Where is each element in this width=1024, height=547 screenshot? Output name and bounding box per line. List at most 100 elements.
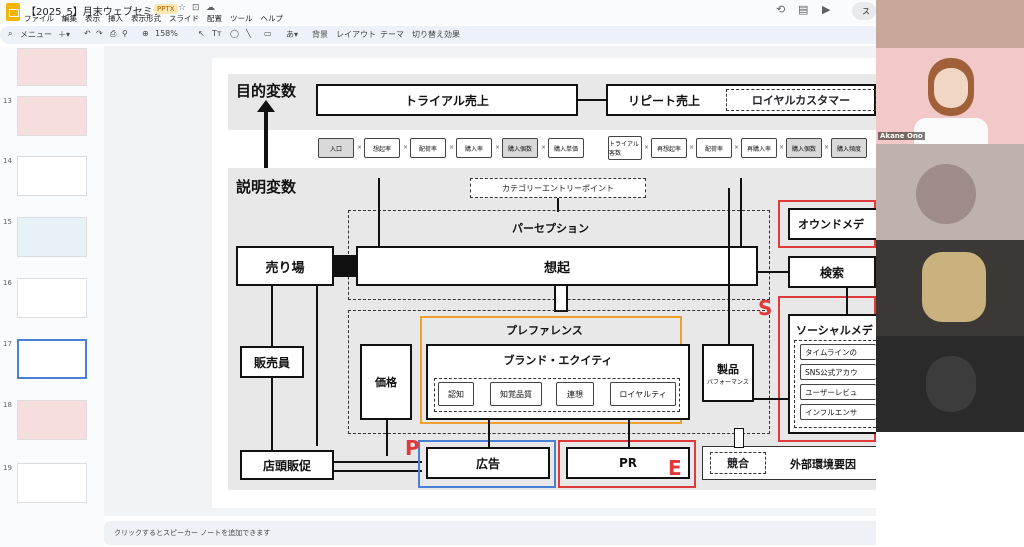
slide-thumbnail[interactable] (17, 400, 87, 440)
slide-thumbnail-selected[interactable] (17, 339, 87, 379)
formula-purchase-rate: 購入率 (456, 138, 492, 158)
ad-box: 広告 (426, 447, 550, 479)
external-factors-label: 外部環境要因 (790, 458, 856, 471)
slide-filmstrip: 13 14 15 16 17 18 19 (0, 46, 104, 547)
menu-view[interactable]: 表示 (85, 14, 100, 23)
history-icon[interactable]: ⟲ (776, 3, 786, 16)
slide-number: 19 (3, 464, 12, 472)
preference-dashed-area (348, 310, 770, 434)
formula-quantity: 購入個数 (502, 138, 538, 158)
menu-slide[interactable]: スライド (169, 14, 199, 23)
menu-search[interactable]: メニュー (20, 30, 52, 39)
format-badge: PPTX (154, 4, 178, 14)
multiply-sign: × (403, 144, 409, 151)
meet-icon[interactable]: ▶ (822, 3, 831, 16)
category-entry-point: カテゴリーエントリーポイント (470, 178, 646, 198)
arrow-line (728, 188, 730, 344)
slide-thumbnail[interactable] (17, 48, 87, 86)
search-icon[interactable]: ⌕ (8, 29, 13, 38)
arrow-line (334, 461, 422, 463)
undo-icon[interactable]: ↶ (84, 29, 91, 38)
toolbar: ⌕ メニュー ＋▾ ↶ ↷ ⎙ ⚲ ⊕ 158% ↖ Tт ◯ ╲ ▭ あ▾ 背… (0, 26, 1024, 44)
multiply-sign: × (779, 144, 785, 151)
participant-face (934, 68, 968, 108)
equity-dashed-group (434, 378, 680, 412)
speaker-notes[interactable]: クリックするとスピーカー ノートを追加できます (104, 521, 980, 545)
formula-re-recall: 再想起率 (651, 138, 687, 158)
text-style-icon[interactable]: あ▾ (286, 30, 299, 39)
arrow-line (758, 271, 788, 273)
slide-number: 14 (3, 157, 12, 165)
menu-tools[interactable]: ツール (230, 14, 253, 23)
slide-number: 18 (3, 401, 12, 409)
paint-format-icon[interactable]: ⚲ (122, 29, 128, 38)
menu-insert[interactable]: 挿入 (108, 14, 123, 23)
arrow-line (378, 178, 380, 246)
trial-sales-box: トライアル売上 (316, 84, 578, 116)
slides-logo-icon[interactable] (6, 3, 20, 21)
slide-thumbnail[interactable] (17, 463, 87, 503)
zoom-select[interactable]: 158% (155, 29, 178, 38)
formula-repurchase: 再購入率 (741, 138, 777, 158)
menu-arrange[interactable]: 配置 (207, 14, 222, 23)
menu-help[interactable]: ヘルプ (260, 14, 284, 23)
slide-number: 13 (3, 97, 12, 105)
star-icon[interactable]: ☆ (178, 3, 187, 13)
performance-label: パフォーマンス (707, 378, 749, 386)
salesperson-box: 販売員 (240, 346, 304, 378)
zoom-icon[interactable]: ⊕ (142, 29, 149, 38)
slide-thumbnail[interactable] (17, 217, 87, 257)
recall-box: 想起 (356, 246, 758, 286)
comment-icon[interactable]: ▤ (798, 3, 809, 16)
up-down-arrow-icon (734, 428, 744, 448)
social-items-group (794, 340, 876, 428)
theme-button[interactable]: テーマ (380, 30, 404, 39)
shape-icon[interactable]: ◯ (230, 29, 239, 38)
arrow-line (557, 198, 559, 212)
store-promo-box: 店頭販促 (240, 450, 334, 480)
menu-format[interactable]: 表示形式 (131, 14, 161, 23)
text-box-icon[interactable]: Tт (212, 29, 222, 38)
participant-avatar (922, 252, 986, 322)
slide-thumbnail[interactable] (17, 156, 87, 196)
participant-video (876, 336, 1024, 432)
participant-name: Akane Ono (878, 132, 925, 140)
slide-number: 15 (3, 218, 12, 226)
menu-edit[interactable]: 編集 (62, 14, 77, 23)
participant-video (876, 144, 1024, 240)
notes-placeholder[interactable]: クリックするとスピーカー ノートを追加できます (114, 529, 271, 537)
letter-e: E (668, 456, 682, 480)
up-arrow-icon (554, 284, 568, 312)
perception-label: パーセプション (512, 222, 589, 235)
comment-add-icon[interactable]: ▭ (264, 29, 272, 38)
background-button[interactable]: 背景 (312, 30, 328, 39)
participant-video (876, 0, 1024, 48)
slide-thumbnail[interactable] (17, 278, 87, 318)
multiply-sign: × (449, 144, 455, 151)
line-icon[interactable]: ╲ (246, 29, 251, 38)
explanatory-label: 説明変数 (236, 178, 297, 196)
participant-avatar (916, 164, 976, 224)
move-folder-icon[interactable]: ⊡ (192, 3, 200, 13)
social-timeline: タイムラインの (800, 344, 876, 360)
pr-box: PR (566, 447, 690, 479)
menu-bar: ファイル編集表示挿入表示形式スライド配置ツールヘルプ (24, 13, 291, 24)
search-box: 検索 (788, 256, 876, 288)
ad-highlight (418, 440, 556, 488)
transition-button[interactable]: 切り替え効果 (412, 30, 460, 39)
slide-thumbnail[interactable] (17, 96, 87, 136)
formula-distribution-2: 配荷率 (696, 138, 732, 158)
slide[interactable]: 目的変数 説明変数 トライアル売上 リピート売上 ロイヤルカスタマー 入口 × … (212, 58, 904, 508)
slideshow-button[interactable]: ス (852, 2, 876, 20)
menu-file[interactable]: ファイル (24, 14, 54, 23)
layout-button[interactable]: レイアウト (336, 30, 376, 39)
document-title[interactable]: 【2025_5】月末ウェブセミナー (26, 7, 173, 18)
preference-label: プレファレンス (506, 324, 583, 337)
new-slide-icon[interactable]: ＋▾ (58, 30, 71, 39)
print-icon[interactable]: ⎙ (110, 29, 117, 38)
redo-icon[interactable]: ↷ (96, 29, 103, 38)
participant-video (876, 240, 1024, 336)
select-tool-icon[interactable]: ↖ (198, 29, 205, 38)
equity-quality: 知覚品質 (490, 382, 542, 406)
participant-avatar (926, 356, 976, 412)
